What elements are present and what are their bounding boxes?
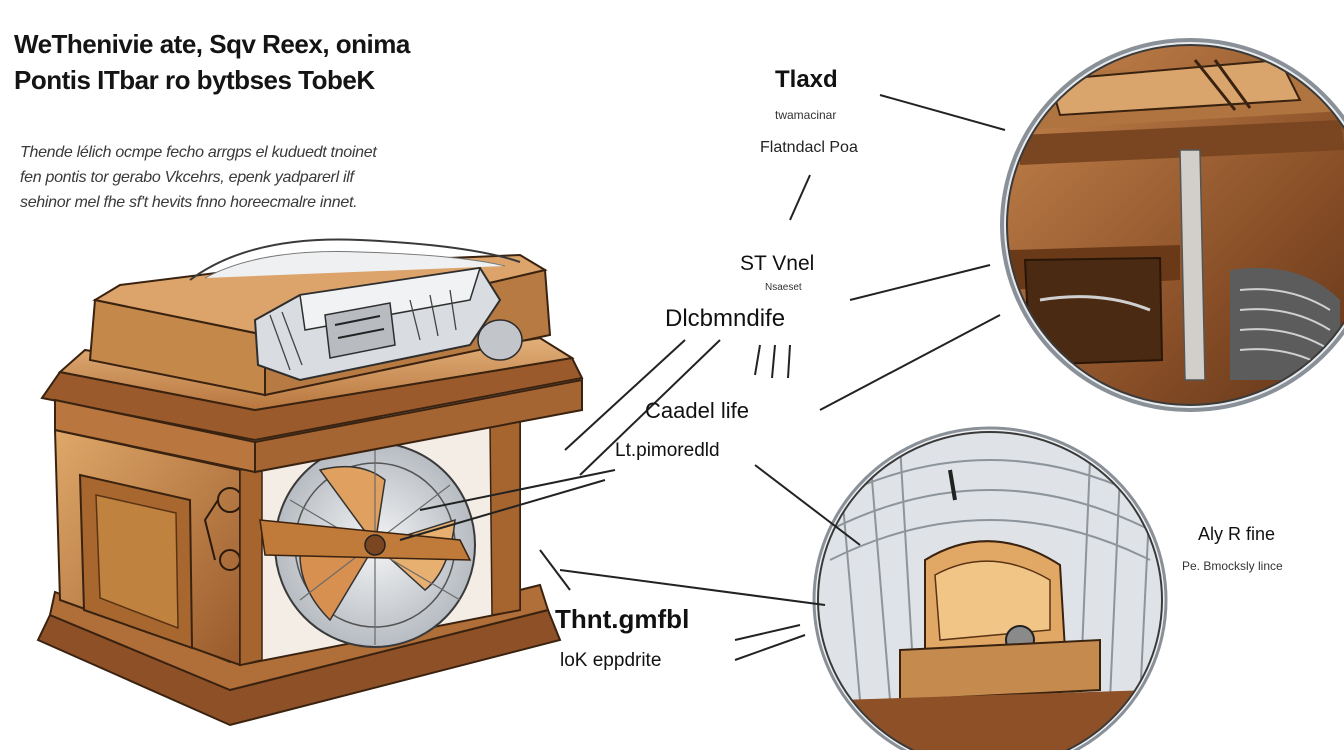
description-line-2: fen pontis tor gerabo Vkcehrs, epenk yad… xyxy=(20,169,354,186)
title-line-2: Pontis ITbar ro bytbses TobeK xyxy=(14,65,375,95)
callout-center-title: Caadel life xyxy=(645,398,749,423)
callout-center-subtitle: Lt.pimoredld xyxy=(615,440,720,461)
callout-mid-subtitle: Nsaeset xyxy=(765,282,802,293)
diagram-title: WeThenivie ate, Sqv Reex, onima Pontis I… xyxy=(14,26,410,98)
callout-mid-value: Dlcbmndife xyxy=(665,305,786,332)
detail-circle-bottom xyxy=(812,426,1168,750)
machine-block-drawing xyxy=(253,266,523,382)
diagram-description: Thende lélich ocmpe fecho arrgps el kudu… xyxy=(20,140,377,215)
callout-bottom-subtitle: loK eppdrite xyxy=(560,650,662,671)
callout-top-subtitle: twamacinar xyxy=(775,108,837,122)
leader-lines xyxy=(399,94,1006,661)
detail-circle-top xyxy=(1000,38,1344,412)
cabinet-drawing xyxy=(36,238,584,727)
description-line-3: sehinor mel fhe sf't hevits fnno horeecm… xyxy=(20,194,358,211)
callout-bottom-title: Thnt.gmfbl xyxy=(555,604,690,634)
callout-mid-title: ST Vnel xyxy=(740,252,815,275)
description-line-1: Thende lélich ocmpe fecho arrgps el kudu… xyxy=(20,144,377,161)
callout-right-title: Aly R fine xyxy=(1198,524,1276,544)
callout-top-title: Tlaxd xyxy=(775,66,838,93)
callout-top-value: Flatndacl Poa xyxy=(760,139,858,156)
callout-right-subtitle: Pe. Bmocksly lince xyxy=(1182,559,1283,573)
title-line-1: WeThenivie ate, Sqv Reex, onima xyxy=(14,29,410,59)
